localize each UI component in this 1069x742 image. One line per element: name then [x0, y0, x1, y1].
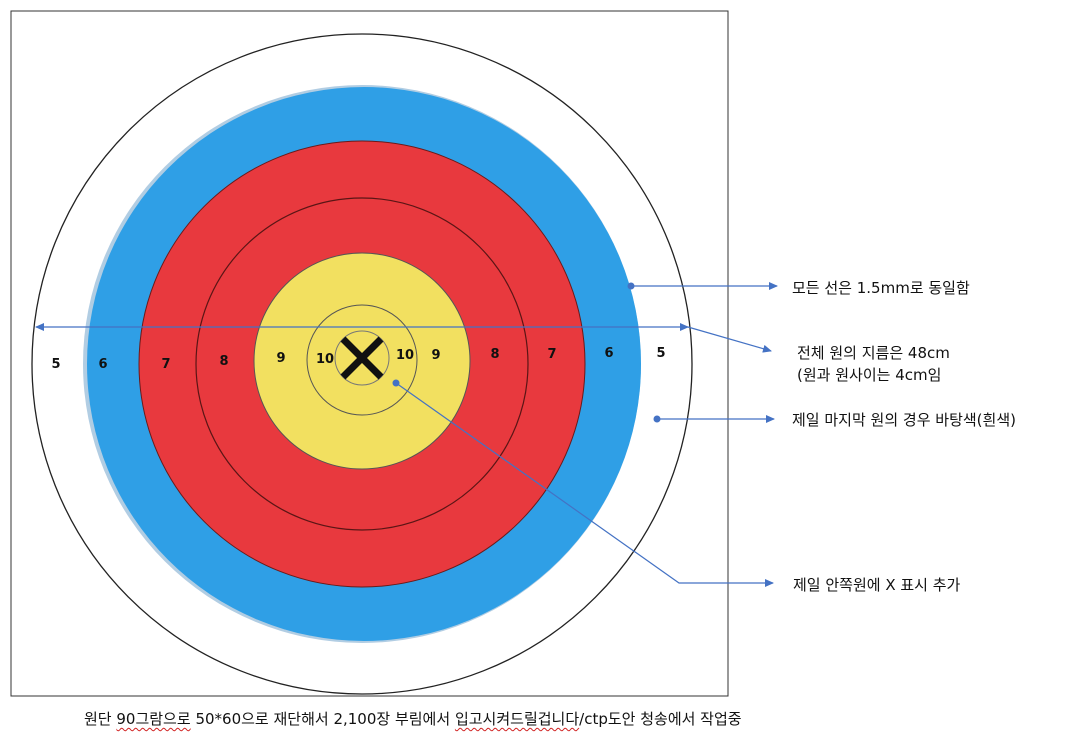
score-label-10-right: 10 — [396, 348, 414, 363]
score-label-6-left: 6 — [98, 357, 107, 372]
score-label-7-left: 7 — [161, 357, 170, 372]
footer-part-1: 원단 — [84, 710, 117, 728]
score-label-9-right: 9 — [431, 348, 440, 363]
footer-note: 원단 90그람으로 50*60으로 재단해서 2,100장 부림에서 입고시켜드… — [84, 708, 742, 729]
score-label-8-right: 8 — [490, 347, 499, 362]
score-label-9-left: 9 — [276, 351, 285, 366]
score-label-6-right: 6 — [604, 346, 613, 361]
score-label-5-left: 5 — [51, 357, 60, 372]
footer-part-3: 50*60으로 재단해서 2,100장 부림에서 — [190, 710, 455, 728]
footer-part-5: /ctp도안 청송에서 작업중 — [579, 710, 742, 728]
score-label-10-left: 10 — [316, 352, 334, 367]
score-label-5-right: 5 — [656, 346, 665, 361]
score-label-8-left: 8 — [219, 354, 228, 369]
note-diameter: 전체 원의 지름은 48cm — [797, 344, 950, 362]
note-outer-ring: 제일 마지막 원의 경우 바탕색(흰색) — [792, 411, 1016, 429]
footer-part-4: 입고시켜드릴겁니다 — [454, 710, 580, 728]
leader-diameter — [687, 326, 772, 353]
note-diameter-gap: (원과 원사이는 4cm임 — [797, 366, 942, 384]
note-lines: 모든 선은 1.5mm로 동일함 — [792, 279, 970, 297]
leader-inner — [395, 382, 774, 587]
center-x-mark — [340, 336, 384, 380]
score-label-7-right: 7 — [547, 347, 556, 362]
footer-part-2: 90그람으로 — [116, 710, 191, 728]
ring-x-inner — [334, 330, 390, 386]
note-inner-x: 제일 안쪽원에 X 표시 추가 — [793, 576, 961, 594]
